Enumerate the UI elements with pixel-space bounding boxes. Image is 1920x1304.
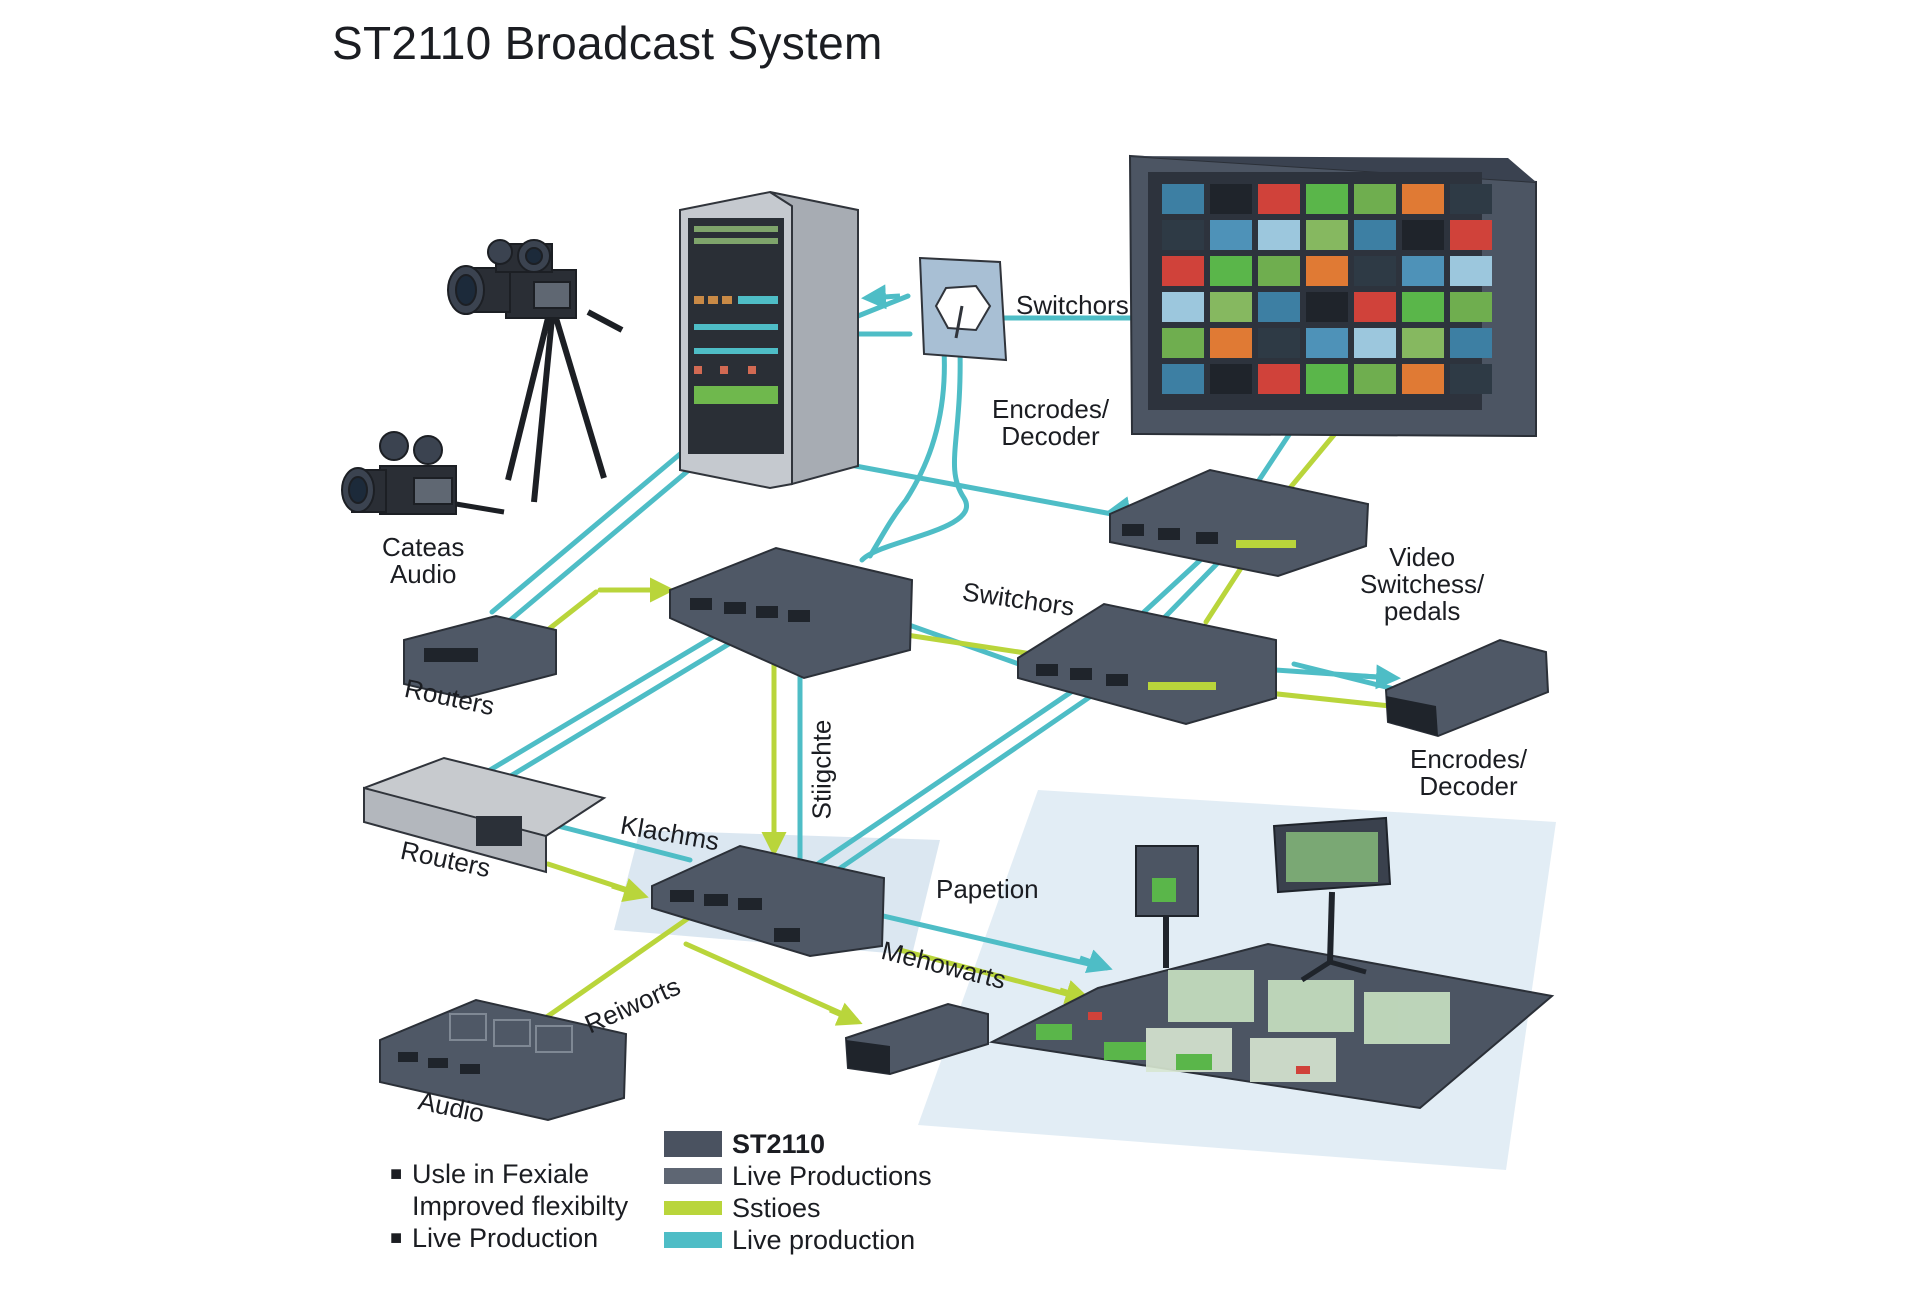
multiviewer-monitor: [1128, 154, 1537, 438]
multiviewer-tile: [1258, 184, 1300, 214]
camera-small-icon: [341, 431, 505, 515]
multiviewer-tile: [1402, 184, 1444, 214]
right-center-switch: [1017, 602, 1277, 726]
label-papetion: Papetion: [936, 874, 1039, 904]
multiviewer-tile: [1306, 364, 1348, 394]
multiviewer-tile: [1162, 328, 1204, 358]
legend-swatch: [664, 1201, 722, 1215]
multiviewer-tile: [1450, 292, 1492, 322]
multiviewer-tile: [1450, 328, 1492, 358]
multiviewer-tile: [1402, 256, 1444, 286]
page-title: ST2110 Broadcast System: [332, 17, 883, 69]
multiviewer-tile: [1258, 220, 1300, 250]
multiviewer-tile: [1258, 292, 1300, 322]
multiviewer-tile: [1162, 256, 1204, 286]
multiviewer-tile: [1354, 256, 1396, 286]
multiviewer-tile: [1450, 184, 1492, 214]
encoder-decoder-bottom: [844, 1002, 989, 1076]
multiviewer-tile: [1210, 256, 1252, 286]
multiviewer-tile: [1354, 328, 1396, 358]
router-silver: [363, 756, 607, 874]
multiviewer-tile: [1306, 184, 1348, 214]
label-video-switchers: Video Switchess/ pedals: [1360, 542, 1485, 626]
multiviewer-tile: [1450, 256, 1492, 286]
legend-swatch: [664, 1232, 722, 1248]
multiviewer-tile: [1306, 328, 1348, 358]
multiviewer-tile: [1402, 220, 1444, 250]
multiviewer-tile: [1162, 292, 1204, 322]
multiviewer-tile: [1354, 220, 1396, 250]
legend-item: ST2110: [664, 1128, 932, 1160]
multiviewer-tile: [1162, 220, 1204, 250]
legend-item: Live production: [664, 1224, 932, 1256]
label-stiigchte: Stiigchte: [806, 719, 837, 820]
center-switch: [669, 546, 914, 680]
multiviewer-tiles: [1162, 184, 1492, 394]
router-top: [403, 614, 557, 700]
multiviewer-tile: [1450, 220, 1492, 250]
legend-item: Sstioes: [664, 1192, 932, 1224]
audio-switch: [379, 998, 628, 1122]
multiviewer-tile: [1162, 184, 1204, 214]
multiviewer-tile: [1354, 184, 1396, 214]
bullet-icon: ■: [390, 1163, 403, 1185]
server-rack: [679, 190, 859, 490]
multiviewer-tile: [1450, 364, 1492, 394]
label-switchors-top: Switchors: [1016, 290, 1129, 320]
note-item: ■Live Production: [390, 1223, 599, 1253]
legend-swatch: [664, 1168, 722, 1184]
note-item: Improved flexibilty: [412, 1191, 629, 1221]
multiviewer-tile: [1210, 364, 1252, 394]
multiviewer-tile: [1306, 256, 1348, 286]
multiviewer-tile: [1258, 328, 1300, 358]
label-cameras-audio: Cateas Audio: [382, 532, 465, 589]
multiviewer-tile: [1354, 292, 1396, 322]
multiviewer-tile: [1210, 220, 1252, 250]
notes-list: ■Usle in Fexiale Improved flexibilty ■Li…: [390, 1158, 628, 1254]
switch-box: [918, 256, 1008, 362]
multiviewer-tile: [1210, 328, 1252, 358]
central-hub: [651, 844, 886, 958]
encoder-decoder-right: [1384, 638, 1550, 738]
multiviewer-tile: [1402, 292, 1444, 322]
label-encoder-decoder-right: Encrodes/ Decoder: [1410, 744, 1528, 801]
legend-swatch: [664, 1131, 722, 1157]
note-item: ■Usle in Fexiale: [390, 1159, 590, 1189]
multiviewer-tile: [1306, 220, 1348, 250]
legend-item: Live Productions: [664, 1160, 932, 1192]
multiviewer-tile: [1402, 328, 1444, 358]
legend: ST2110 Live Productions Sstioes Live pro…: [664, 1128, 932, 1256]
top-right-switch: [1109, 468, 1370, 578]
multiviewer-tile: [1306, 292, 1348, 322]
label-encoder-decoder-top: Encrodes/ Decoder: [992, 394, 1110, 451]
multiviewer-tile: [1258, 256, 1300, 286]
multiviewer-tile: [1258, 364, 1300, 394]
multiviewer-tile: [1210, 292, 1252, 322]
multiviewer-tile: [1162, 364, 1204, 394]
multiviewer-tile: [1354, 364, 1396, 394]
multiviewer-tile: [1210, 184, 1252, 214]
camera-on-tripod-icon: [447, 239, 624, 503]
bullet-icon: ■: [390, 1227, 403, 1249]
production-control-desk: [988, 816, 1555, 1110]
multiviewer-tile: [1402, 364, 1444, 394]
